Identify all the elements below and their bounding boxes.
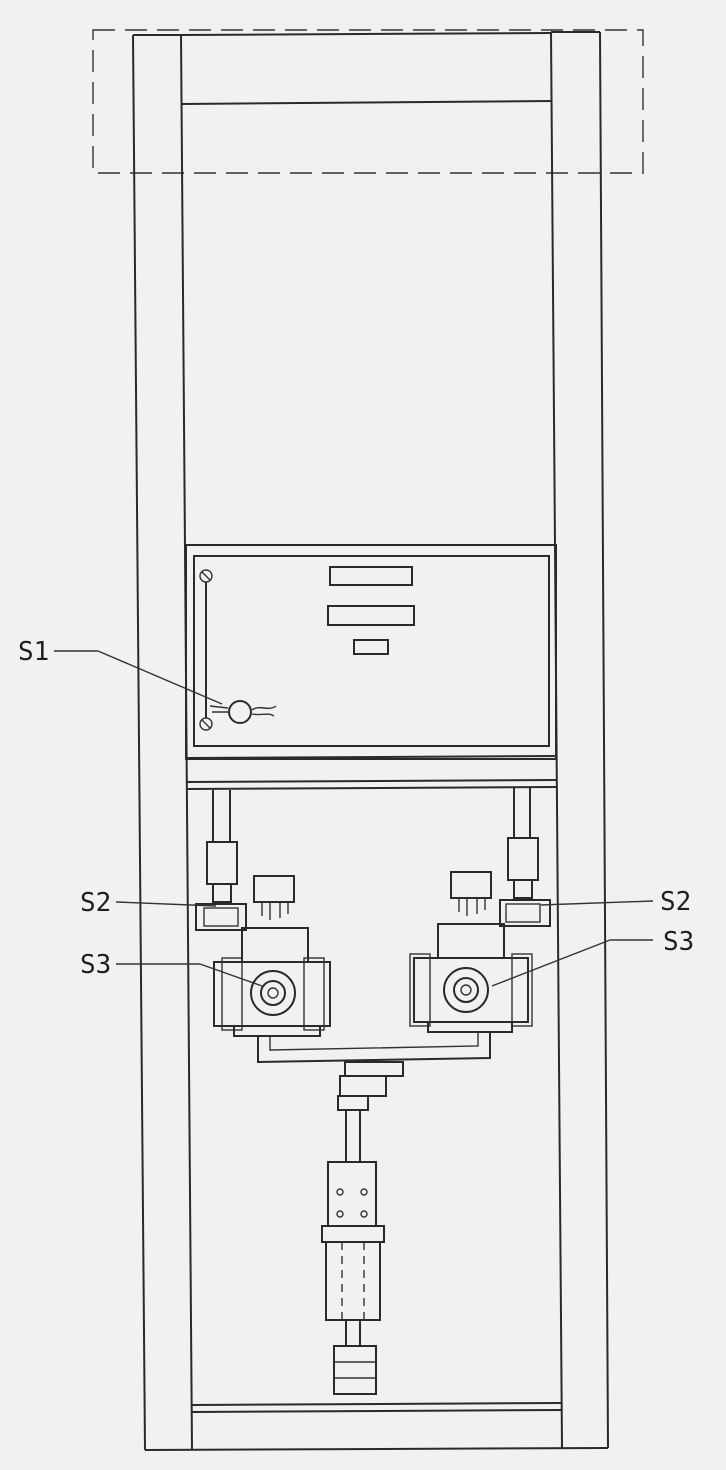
display-window-amount — [329, 566, 413, 586]
label-s2-right: S2 — [660, 887, 691, 917]
base-frame — [144, 1402, 609, 1451]
left-pillar — [132, 34, 193, 1451]
dashed-canopy-outline — [92, 29, 644, 174]
leader-lines — [54, 650, 654, 987]
right-gear-icon — [453, 977, 479, 1003]
label-s3-left: S3 — [80, 950, 111, 980]
left-valve-assembly — [195, 790, 331, 1037]
label-s3-right: S3 — [663, 927, 694, 957]
label-s1: S1 — [18, 637, 49, 667]
top-beams — [180, 32, 553, 105]
label-s2-left: S2 — [80, 888, 111, 918]
manifold-pipe — [257, 1032, 491, 1111]
switch-s1-knob — [228, 700, 252, 724]
left-gear-icon — [260, 980, 286, 1006]
display-window-price — [353, 639, 389, 655]
outlet-column — [321, 1110, 385, 1395]
right-valve-assembly — [409, 787, 551, 1033]
display-window-volume — [327, 605, 415, 626]
display-panel — [185, 544, 558, 790]
right-pillar — [550, 31, 609, 1449]
